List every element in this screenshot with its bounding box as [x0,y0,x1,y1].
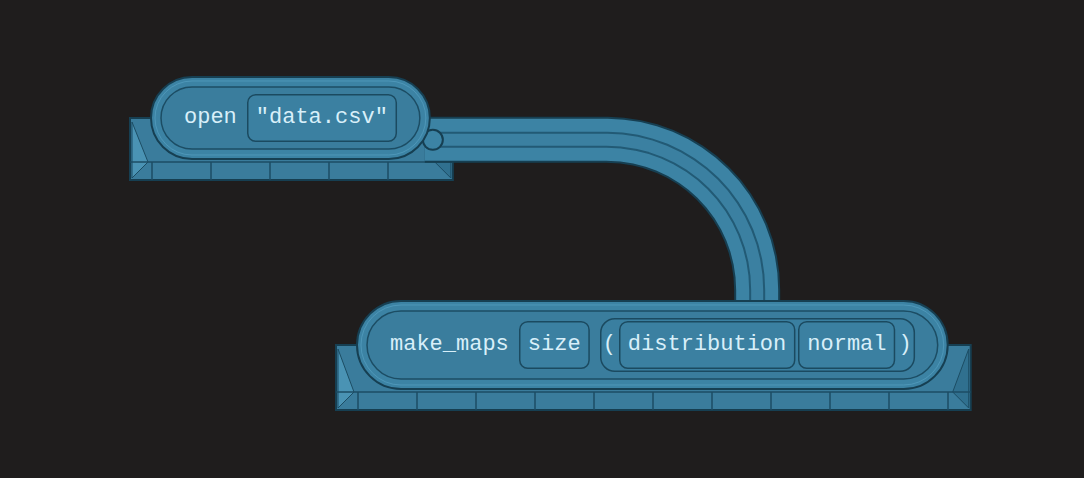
block-face [367,311,938,379]
block-rim [357,301,948,389]
connectors [423,130,757,324]
statement-block: make_maps size () distribution normal [356,300,949,390]
block-label: ) [899,331,912,359]
block-highlight [361,305,944,385]
box-outline [620,322,795,369]
expression-group: () distribution normal [600,318,915,372]
pipe-layer [425,140,757,324]
block-face [161,87,420,149]
pipe-layer [425,140,757,324]
pipe-layer [425,140,757,324]
data-pipe [423,130,757,324]
pipe-heads [425,140,757,324]
block-highlight [155,81,426,155]
statement-block: open "data.csv" [150,76,431,160]
block-label: "data.csv" [256,104,388,132]
base-plates [130,118,971,410]
block-label: make_maps [390,331,509,359]
argument-box: size [519,321,590,369]
box-outline [799,322,895,369]
box-outline [520,322,589,369]
group-outline [600,319,914,372]
argument-box: "data.csv" [247,94,397,142]
block-label: normal [807,331,886,359]
block-label: ( [603,331,616,359]
block-rim [151,77,430,159]
argument-box: distribution [619,321,795,369]
box-outline [248,95,397,142]
argument-box: normal [798,321,895,369]
block-label: open [184,104,237,132]
block-label: distribution [628,331,786,359]
block-label: size [528,331,581,359]
pipe-layer [425,140,757,324]
